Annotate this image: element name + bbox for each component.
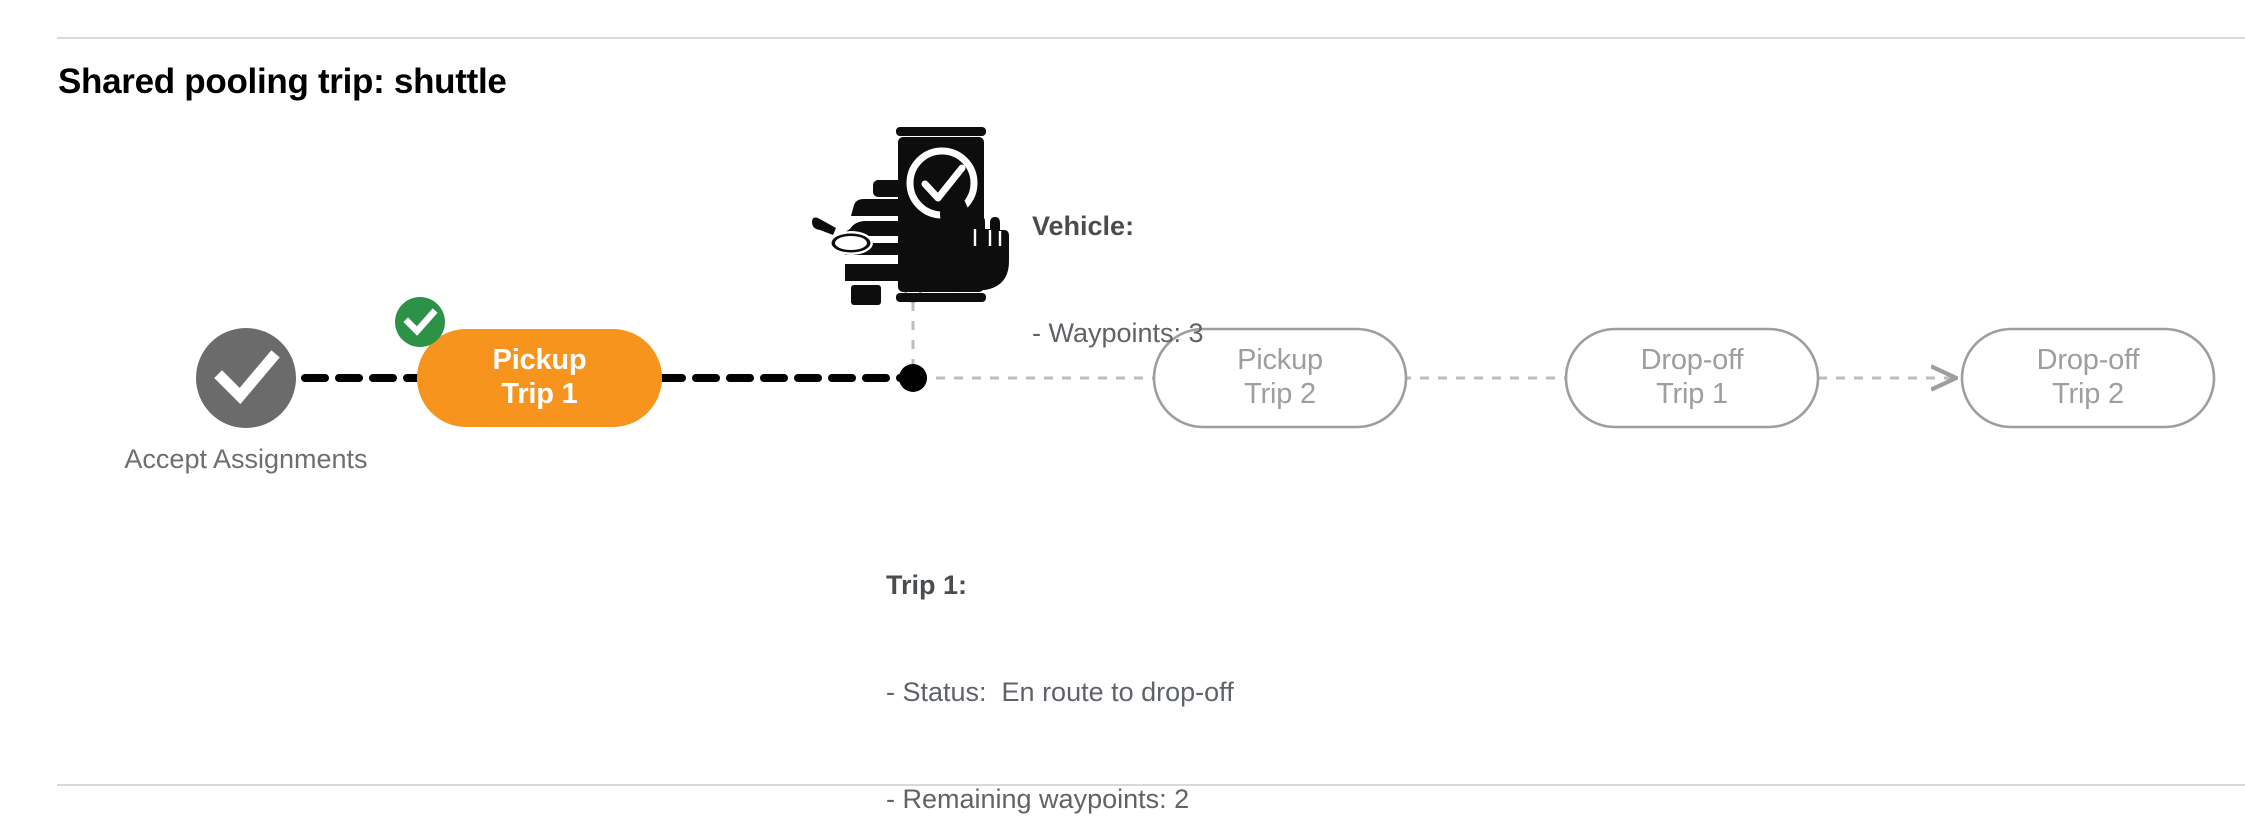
pickup-trip-2-pill [1152, 327, 1408, 429]
dropoff-trip-1-pill [1564, 327, 1820, 429]
node-dropoff-trip-1[interactable] [1564, 327, 1820, 429]
vehicle-info-heading: Vehicle: [1032, 211, 1135, 242]
bottom-divider [57, 784, 2245, 786]
dropoff-trip-2-pill [1960, 327, 2216, 429]
pickup-trip-1-pill [417, 329, 662, 427]
page-title: Shared pooling trip: shuttle [58, 62, 507, 101]
trip-1-status: - Status: En route to drop-off [886, 677, 1234, 708]
trip-info-block: Trip 1: - Status: En route to drop-off -… [886, 497, 1234, 825]
accept-assignments-caption-line2: Assignments [212, 444, 368, 474]
node-pickup-trip-1[interactable] [395, 297, 662, 427]
vehicle-position-dot[interactable] [899, 364, 927, 392]
vehicle-info-waypoints: - Waypoints: 3 [1032, 318, 1204, 349]
check-icon [214, 350, 280, 405]
node-accept-assignments[interactable] [196, 328, 296, 428]
completed-check-badge [395, 297, 445, 347]
accept-assignments-caption-line1: Accept [124, 444, 207, 474]
accept-assignments-circle [196, 328, 296, 428]
accept-assignments-caption: Accept Assignments [96, 443, 396, 476]
node-dropoff-trip-2[interactable] [1960, 327, 2216, 429]
node-pickup-trip-2[interactable] [1152, 327, 1408, 429]
top-divider [57, 37, 2245, 39]
vehicle-info-block: Vehicle: - Waypoints: 3 [1032, 138, 1204, 423]
trip-1-heading: Trip 1: [886, 570, 968, 601]
car-phone-checkin-icon [812, 127, 1009, 305]
trip-1-remaining-waypoints: - Remaining waypoints: 2 [886, 784, 1190, 814]
